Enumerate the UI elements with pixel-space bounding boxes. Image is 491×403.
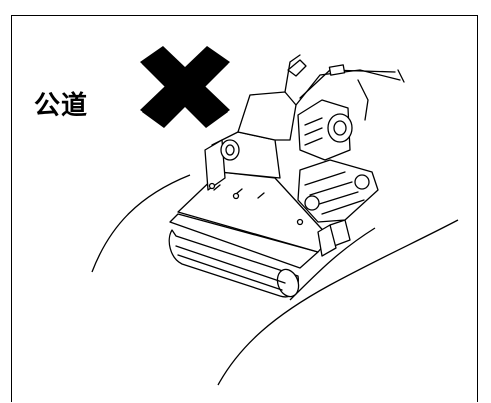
prohibited-x-icon [140,46,230,128]
mower-machine [168,54,405,298]
illustration-frame [11,15,478,402]
public-road-label: 公道 [34,91,89,121]
road-lines [91,174,459,386]
